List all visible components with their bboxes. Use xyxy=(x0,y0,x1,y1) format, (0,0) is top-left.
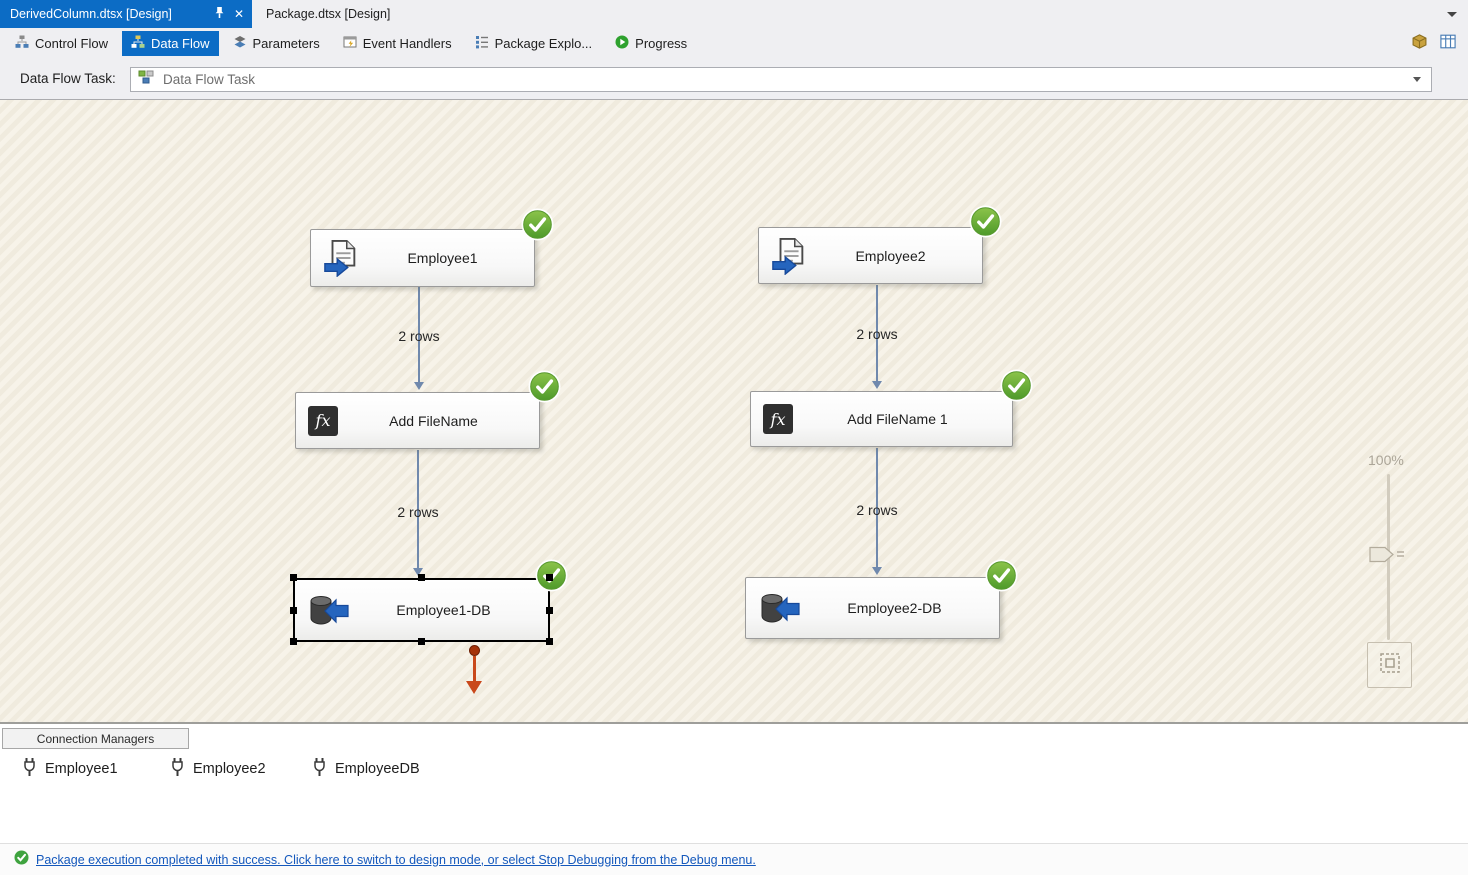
grid-icon[interactable] xyxy=(1440,34,1456,54)
tab-control-flow[interactable]: Control Flow xyxy=(6,31,117,56)
oledb-destination-icon xyxy=(307,592,349,628)
row-count-label: 2 rows xyxy=(398,328,440,344)
node-employee1[interactable]: Employee1 xyxy=(310,229,535,287)
node-label: Add FileName 1 xyxy=(847,411,948,427)
connection-manager-label: Employee2 xyxy=(193,761,266,777)
tab-label: Parameters xyxy=(252,35,320,51)
error-output-anchor[interactable] xyxy=(469,645,480,656)
flat-file-source-icon xyxy=(323,239,361,277)
connection-manager-employee1[interactable]: Employee1 xyxy=(22,755,118,783)
node-add-filename-1[interactable]: fx Add FileName 1 xyxy=(750,391,1013,447)
connection-managers-panel: Connection Managers Employee1 Employee2 … xyxy=(0,724,1468,843)
connection-manager-label: Employee1 xyxy=(45,761,118,777)
selection-handle[interactable] xyxy=(290,607,297,614)
tab-label: Progress xyxy=(635,35,688,51)
zoom-to-fit-button[interactable] xyxy=(1367,642,1412,688)
zoom-slider-handle[interactable] xyxy=(1369,546,1407,568)
event-handlers-icon xyxy=(343,35,357,52)
node-label: Add FileName xyxy=(389,412,478,429)
connection-managers-header[interactable]: Connection Managers xyxy=(2,728,189,749)
chevron-down-icon xyxy=(1413,77,1421,82)
node-employee1-db[interactable]: Employee1-DB xyxy=(293,578,550,642)
data-path-connector[interactable] xyxy=(872,448,882,575)
fit-to-window-icon xyxy=(1378,651,1402,680)
task-selector-row: Data Flow Task: Data Flow Task xyxy=(0,58,1468,99)
row-count-label: 2 rows xyxy=(397,504,439,520)
selection-handle[interactable] xyxy=(418,638,425,645)
tab-label: Data Flow xyxy=(150,35,210,51)
row-count-label: 2 rows xyxy=(856,502,898,518)
success-check-icon xyxy=(528,370,561,403)
control-flow-icon xyxy=(15,35,29,52)
connection-manager-employeedb[interactable]: EmployeeDB xyxy=(312,755,420,783)
selection-handle[interactable] xyxy=(546,638,553,645)
success-check-icon xyxy=(521,208,554,241)
switch-to-design-mode-link[interactable]: Package execution completed with success… xyxy=(36,852,756,867)
success-check-icon xyxy=(1000,369,1033,402)
tab-progress[interactable]: Progress xyxy=(606,31,696,56)
connection-manager-icon xyxy=(22,757,37,781)
tab-package-dtsx[interactable]: Package.dtsx [Design] xyxy=(252,0,404,28)
tab-list-dropdown-icon[interactable] xyxy=(1447,12,1457,17)
success-check-icon xyxy=(969,205,1002,238)
node-add-filename[interactable]: fx Add FileName xyxy=(295,392,540,449)
data-flow-task-combobox[interactable]: Data Flow Task xyxy=(130,67,1432,92)
node-label: Employee1 xyxy=(407,250,478,266)
tab-package-explorer[interactable]: Package Explo... xyxy=(466,31,602,56)
data-flow-icon xyxy=(131,35,145,52)
data-path-connector[interactable] xyxy=(872,285,882,389)
tab-label: Control Flow xyxy=(35,35,108,51)
node-label: Employee2-DB xyxy=(847,600,942,616)
data-flow-task-icon xyxy=(138,70,154,89)
data-path-connector[interactable] xyxy=(413,450,423,576)
selection-handle[interactable] xyxy=(546,574,553,581)
error-output-arrow[interactable] xyxy=(473,656,476,682)
selection-handle[interactable] xyxy=(546,607,553,614)
task-selector-label: Data Flow Task: xyxy=(20,71,116,86)
document-tab-bar: DerivedColumn.dtsx [Design] ✕ Package.dt… xyxy=(0,0,1468,28)
parameters-icon xyxy=(233,35,247,52)
node-employee2[interactable]: Employee2 xyxy=(758,227,983,284)
data-path-connector[interactable] xyxy=(414,287,424,390)
tab-derivedcolumn-dtsx[interactable]: DerivedColumn.dtsx [Design] ✕ xyxy=(0,0,252,28)
connection-manager-employee2[interactable]: Employee2 xyxy=(170,755,266,783)
close-icon[interactable]: ✕ xyxy=(233,7,244,21)
designer-toolbar-right xyxy=(1412,34,1456,54)
row-count-label: 2 rows xyxy=(856,326,898,342)
derived-column-fx-icon: fx xyxy=(308,405,338,436)
progress-icon xyxy=(615,35,629,52)
node-employee2-db[interactable]: Employee2-DB xyxy=(745,577,1000,639)
zoom-level-label: 100% xyxy=(1368,452,1404,468)
selection-handle[interactable] xyxy=(418,574,425,581)
derived-column-fx-icon: fx xyxy=(763,404,793,434)
oledb-destination-icon xyxy=(758,590,800,626)
connection-manager-label: EmployeeDB xyxy=(335,761,420,777)
pin-icon[interactable] xyxy=(214,6,225,22)
node-label: Employee2 xyxy=(855,247,926,264)
tab-label: Event Handlers xyxy=(362,35,452,51)
tab-data-flow[interactable]: Data Flow xyxy=(121,30,219,56)
node-label: Employee1-DB xyxy=(396,602,491,618)
flat-file-source-icon xyxy=(771,237,809,275)
tab-title: Package.dtsx [Design] xyxy=(266,7,391,21)
execution-status-bar: Package execution completed with success… xyxy=(0,843,1468,875)
selection-handle[interactable] xyxy=(290,638,297,645)
connection-manager-icon xyxy=(312,757,327,781)
data-flow-canvas[interactable]: 2 rows 2 rows 2 rows 2 rows Employee1 fx… xyxy=(0,99,1468,724)
success-check-icon xyxy=(985,559,1018,592)
error-output-arrowhead[interactable] xyxy=(466,681,482,694)
tab-title: DerivedColumn.dtsx [Design] xyxy=(10,7,172,21)
tab-label: Package Explo... xyxy=(494,35,593,51)
connection-managers-title: Connection Managers xyxy=(36,731,155,746)
selection-handle[interactable] xyxy=(290,574,297,581)
tab-event-handlers[interactable]: Event Handlers xyxy=(334,31,461,56)
package-explorer-icon xyxy=(475,35,489,52)
connection-manager-icon xyxy=(170,757,185,781)
designer-view-tabs: Control Flow Data Flow Parameters Event … xyxy=(0,28,1468,58)
success-check-icon xyxy=(14,850,29,870)
tab-parameters[interactable]: Parameters xyxy=(224,31,329,56)
combo-selected-value: Data Flow Task xyxy=(163,72,256,87)
package-icon[interactable] xyxy=(1412,34,1427,54)
